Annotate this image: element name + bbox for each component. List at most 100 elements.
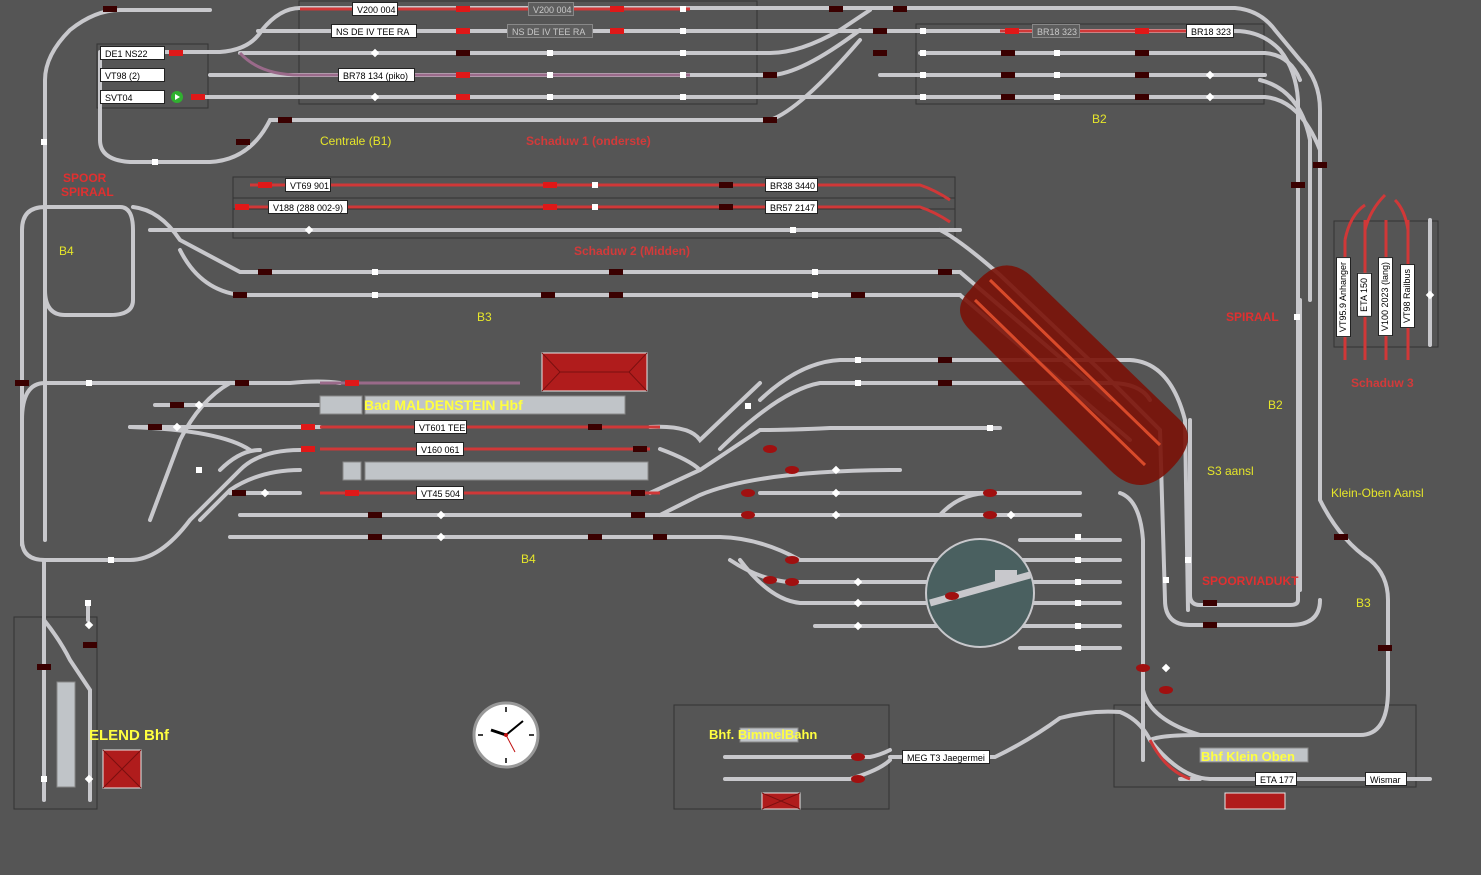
switch-node[interactable] xyxy=(84,620,94,630)
turntable xyxy=(925,538,1035,648)
signal-marker[interactable] xyxy=(851,753,865,761)
switch-node[interactable] xyxy=(1425,290,1435,300)
section-frames xyxy=(13,0,1439,810)
signal-marker[interactable] xyxy=(785,466,799,474)
signal-marker[interactable] xyxy=(1136,664,1150,672)
label-spiraal-right: SPIRAAL xyxy=(1226,310,1279,324)
block-marker xyxy=(148,424,162,430)
block-marker xyxy=(873,28,887,34)
block-marker xyxy=(456,28,470,34)
track-node xyxy=(920,94,926,100)
track-node xyxy=(920,72,926,78)
block-marker xyxy=(588,534,602,540)
switch-node[interactable] xyxy=(831,488,841,498)
signal-marker[interactable] xyxy=(785,578,799,586)
switch-node[interactable] xyxy=(436,532,446,542)
train-eta-150[interactable]: ETA 150 xyxy=(1357,273,1372,317)
switch-node[interactable] xyxy=(831,465,841,475)
switch-node[interactable] xyxy=(260,488,270,498)
train-vt95-9[interactable]: VT95.9 Anhanger xyxy=(1336,257,1351,338)
block-marker xyxy=(278,117,292,123)
train-vt98-2[interactable]: VT98 (2) xyxy=(100,68,165,82)
switch-node[interactable] xyxy=(1205,92,1215,102)
switch-node[interactable] xyxy=(831,510,841,520)
block-marker xyxy=(763,72,777,78)
block-marker xyxy=(633,446,647,452)
label-spiraal-left: SPIRAAL xyxy=(61,185,114,199)
signal-marker[interactable] xyxy=(763,445,777,453)
train-ns-de-iv-tee[interactable]: NS DE IV TEE RA xyxy=(331,24,417,38)
switch-node[interactable] xyxy=(1006,510,1016,520)
switch-node[interactable] xyxy=(853,577,863,587)
signal-marker[interactable] xyxy=(763,576,777,584)
track-node xyxy=(1075,579,1081,585)
train-vt601-tee[interactable]: VT601 TEE xyxy=(414,420,467,434)
block-marker xyxy=(345,380,359,386)
train-wismar[interactable]: Wismar xyxy=(1365,772,1407,786)
switch-node[interactable] xyxy=(172,422,182,432)
block-marker xyxy=(1001,72,1015,78)
track-node xyxy=(1075,600,1081,606)
track-node xyxy=(1054,94,1060,100)
station-clock xyxy=(472,701,540,769)
label-spoorviaduct: SPOORVIADUKT xyxy=(1202,574,1299,588)
train-svt04[interactable]: SVT04 xyxy=(100,90,165,104)
track-node xyxy=(372,269,378,275)
train-v188[interactable]: V188 (288 002-9) xyxy=(268,200,348,214)
switch-node[interactable] xyxy=(436,510,446,520)
train-vt98-railbus[interactable]: VT98 Railbus xyxy=(1400,264,1415,329)
block-marker xyxy=(1135,50,1149,56)
signal-marker[interactable] xyxy=(1159,686,1173,694)
train-eta-177[interactable]: ETA 177 xyxy=(1255,772,1297,786)
switch-node[interactable] xyxy=(304,225,314,235)
train-v160-061[interactable]: V160 061 xyxy=(416,442,464,456)
switch-node[interactable] xyxy=(194,400,204,410)
train-de1-ns22[interactable]: DE1 NS22 xyxy=(100,46,165,60)
train-br18-323-ghost[interactable]: BR18 323 xyxy=(1032,24,1080,38)
label-schaduw-3: Schaduw 3 xyxy=(1351,376,1414,390)
track-node xyxy=(86,380,92,386)
block-marker xyxy=(456,94,470,100)
train-br57-2147[interactable]: BR57 2147 xyxy=(765,200,818,214)
train-vt45-504[interactable]: VT45 504 xyxy=(416,486,464,500)
train-v200-004-ghost[interactable]: V200 004 xyxy=(528,2,574,16)
track-node xyxy=(1075,623,1081,629)
signal-marker[interactable] xyxy=(785,556,799,564)
label-b3-right: B3 xyxy=(1356,596,1371,610)
block-marker xyxy=(235,204,249,210)
block-marker xyxy=(170,402,184,408)
train-v200-004[interactable]: V200 004 xyxy=(352,2,398,16)
signal-marker[interactable] xyxy=(983,489,997,497)
start-signal-icon[interactable] xyxy=(171,91,183,103)
switch-node[interactable] xyxy=(1205,70,1215,80)
label-klein-oben-aansl: Klein-Oben Aansl xyxy=(1331,486,1424,500)
block-marker xyxy=(236,139,250,145)
block-marker xyxy=(719,182,733,188)
block-marker xyxy=(1203,600,1217,606)
train-vt69-901[interactable]: VT69 901 xyxy=(285,178,331,192)
switch-node[interactable] xyxy=(370,92,380,102)
track-node xyxy=(1075,534,1081,540)
train-v100-2023[interactable]: V100 2023 (lang) xyxy=(1378,257,1393,337)
switch-node[interactable] xyxy=(370,48,380,58)
train-meg-t3[interactable]: MEG T3 Jaegermei xyxy=(902,750,990,764)
block-markers xyxy=(15,6,1392,670)
signal-marker[interactable] xyxy=(741,511,755,519)
active-routes xyxy=(238,7,1410,781)
switch-node[interactable] xyxy=(853,598,863,608)
train-br78-134[interactable]: BR78 134 (piko) xyxy=(338,68,415,82)
signal-marker[interactable] xyxy=(851,775,865,783)
track-node xyxy=(790,227,796,233)
signal-marker[interactable] xyxy=(983,511,997,519)
label-bhf-klein-oben: Bhf Klein Oben xyxy=(1201,749,1295,764)
label-elend-bhf: ELEND Bhf xyxy=(89,727,169,744)
train-br18-323[interactable]: BR18 323 xyxy=(1186,24,1234,38)
buildings xyxy=(102,352,1286,810)
track-node xyxy=(812,292,818,298)
signal-marker[interactable] xyxy=(741,489,755,497)
train-ns-de-iv-tee-ghost[interactable]: NS DE IV TEE RA xyxy=(507,24,593,38)
train-br38-3440[interactable]: BR38 3440 xyxy=(765,178,818,192)
switch-node[interactable] xyxy=(853,621,863,631)
switch-node[interactable] xyxy=(1161,663,1171,673)
